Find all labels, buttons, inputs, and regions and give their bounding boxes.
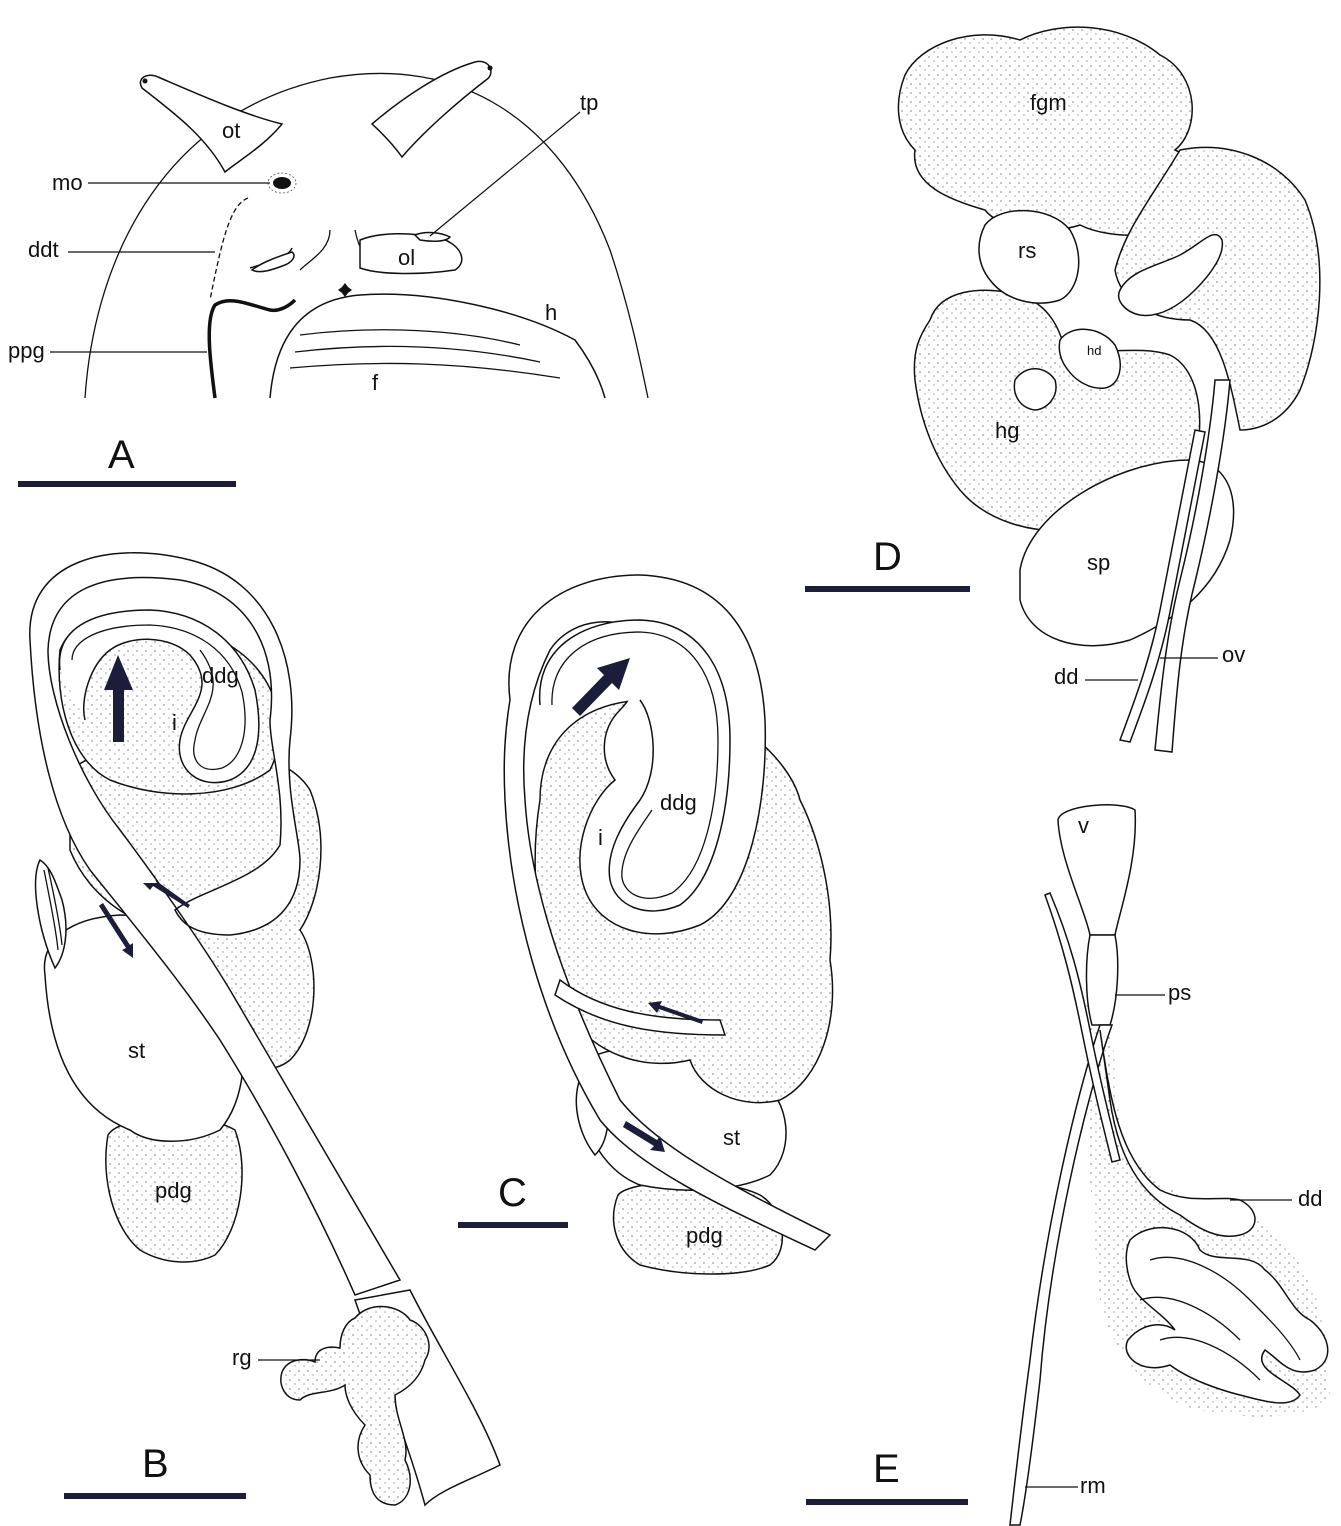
label-ddt: ddt [28,237,59,262]
label-ppg: ppg [8,338,45,363]
panel-a: ot mo ddt ppg tp ol h f A [8,61,648,487]
stomach-folds [36,860,66,968]
panel-e: v ps dd rm E [806,805,1330,1525]
label-d-dd: dd [1054,664,1078,689]
label-rs: rs [1018,238,1036,263]
hermaphrodite-gland-coils [1014,369,1056,410]
panel-letter-b: B [142,1442,169,1486]
scale-bar-d [805,586,970,592]
tentacle-right [372,61,491,157]
label-v: v [1078,813,1089,838]
label-f: f [372,370,379,395]
label-fgm: fgm [1030,90,1067,115]
label-b-pdg: pdg [155,1178,192,1203]
genital-pore [338,283,352,297]
tentacle-left-eye [143,79,148,84]
label-c-st: st [723,1125,740,1150]
panel-letter-d: D [873,535,902,579]
label-c-i: i [598,825,603,850]
label-ps: ps [1168,980,1191,1005]
label-c-pdg: pdg [686,1223,723,1248]
label-ov: ov [1222,642,1245,667]
dorsal-duct [210,198,248,300]
panel-letter-e: E [873,1447,900,1491]
scale-bar-b [64,1493,246,1499]
panel-letter-a: A [108,433,135,477]
label-b-st: st [128,1038,145,1063]
scale-bar-e [806,1499,968,1505]
tentacle-left [140,75,282,172]
label-c-ddg: ddg [660,790,697,815]
label-h: h [545,300,557,325]
vesicle [1058,805,1135,935]
panel-b: ddg i st pdg rg B [30,553,500,1505]
tentacle-right-eye [488,66,493,71]
scale-bar-a [18,481,236,487]
label-b-i: i [172,710,177,735]
tentacle-pit-left [252,252,294,272]
label-sp: sp [1087,550,1110,575]
panel-d: fgm rs hd hg sp dd ov D [805,27,1320,752]
label-tp: tp [580,90,598,115]
scale-bar-c [458,1222,568,1228]
label-ot: ot [222,118,240,143]
leader-tp [430,112,580,236]
panel-c: ddg i st pdg C [458,575,833,1274]
label-hd: hd [1087,343,1101,358]
label-b-ddg: ddg [202,663,239,688]
label-e-dd: dd [1298,1186,1322,1211]
label-hg: hg [995,418,1019,443]
mouth-opening [273,177,291,189]
label-b-rg: rg [232,1345,252,1370]
penial-sheath [1086,935,1117,1025]
label-mo: mo [52,170,83,195]
panel-letter-c: C [498,1171,527,1215]
label-ol: ol [398,245,415,270]
label-rm: rm [1080,1473,1106,1498]
